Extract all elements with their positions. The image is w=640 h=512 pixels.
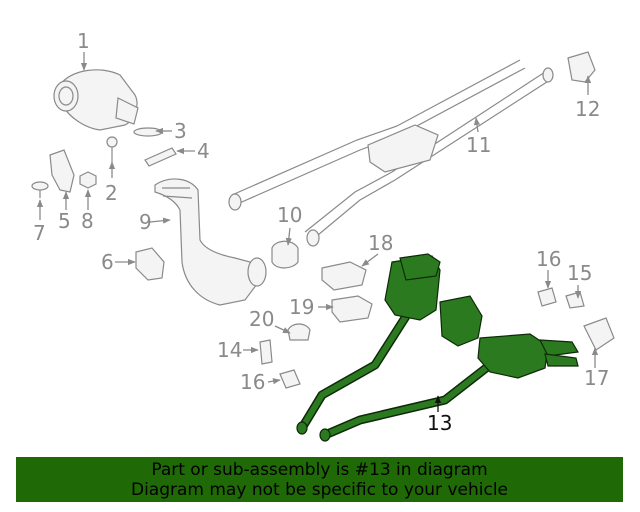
callout-6: 6: [101, 250, 114, 274]
part-17-tailpipe-tip: [583, 317, 615, 351]
callout-1: 1: [77, 29, 90, 53]
callout-3: 3: [174, 119, 187, 143]
part-15-clip: [565, 291, 585, 309]
callout-11: 11: [466, 133, 491, 157]
part-4-bolt: [144, 147, 177, 167]
part-2-bolt: [106, 136, 118, 162]
callout-19: 19: [289, 295, 314, 319]
callout-15: 15: [567, 261, 592, 285]
callout-16-upper: 16: [536, 247, 561, 271]
banner-line-2: Diagram may not be specific to your vehi…: [130, 480, 508, 500]
part-20-clip: [287, 323, 311, 341]
callout-20: 20: [249, 307, 274, 331]
exhaust-diagram: 1 2 3 4 5 6 7 8 9 10 11 12 13 14 15 16 1…: [31, 29, 615, 442]
part-16-clip-upper: [537, 287, 557, 307]
callout-4: 4: [197, 139, 210, 163]
callout-5: 5: [58, 209, 71, 233]
callout-9: 9: [139, 210, 152, 234]
part-11-front-pipes: [228, 59, 554, 247]
callout-7: 7: [33, 221, 46, 245]
part-10-clamp: [271, 240, 299, 269]
part-3-gasket: [133, 127, 163, 137]
part-19-bracket: [331, 295, 373, 323]
callout-12: 12: [575, 97, 600, 121]
part-16-clip-lower: [279, 369, 301, 389]
part-9-downpipe: [154, 178, 267, 306]
part-6-bracket: [135, 247, 165, 281]
callout-16-lower: 16: [240, 370, 265, 394]
callout-17: 17: [584, 366, 609, 390]
banner-line-1: Part or sub-assembly is #13 in diagram: [151, 460, 488, 480]
part-14-bracket: [259, 339, 273, 365]
part-7-bolt: [31, 181, 49, 198]
callout-14: 14: [217, 338, 242, 362]
part-info-banner: Part or sub-assembly is #13 in diagram D…: [16, 457, 623, 502]
part-12-hanger: [567, 51, 596, 83]
callout-18: 18: [368, 231, 393, 255]
callout-13: 13: [427, 411, 452, 435]
part-13-rear-muffler-assembly: [296, 253, 579, 442]
part-8-nut: [79, 171, 97, 189]
part-5-bracket: [49, 149, 75, 193]
callout-2: 2: [105, 181, 118, 205]
part-18-bracket: [321, 261, 367, 291]
callout-8: 8: [81, 209, 94, 233]
part-1-turbocharger: [53, 69, 139, 131]
callout-10: 10: [277, 203, 302, 227]
